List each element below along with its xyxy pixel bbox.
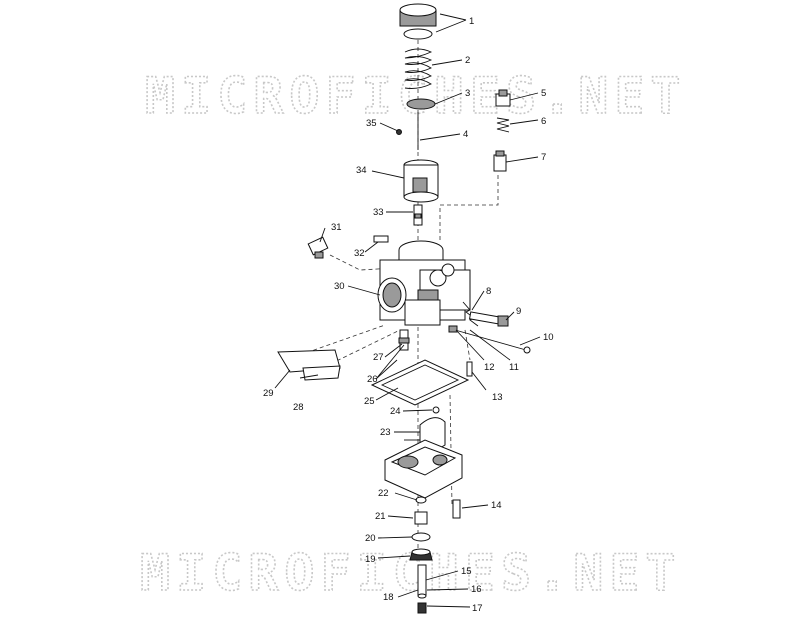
bowl-screw	[452, 499, 461, 519]
callout-5: 5	[541, 88, 546, 99]
hex-nut	[409, 548, 433, 561]
callout-21: 21	[375, 511, 386, 522]
drain-pin	[466, 361, 473, 377]
float-bowl-gasket	[370, 359, 470, 406]
callout-35: 35	[366, 118, 377, 129]
callout-28: 28	[293, 402, 304, 413]
retainer-plate	[406, 98, 436, 110]
end-screw	[417, 602, 427, 614]
callout-3: 3	[465, 88, 470, 99]
callout-4: 4	[463, 129, 468, 140]
guide-line-choke	[439, 175, 499, 240]
guide-line-gasket	[299, 324, 386, 356]
top-cap	[399, 3, 437, 40]
callout-27: 27	[373, 352, 384, 363]
cable-fitting	[307, 236, 329, 259]
callout-15: 15	[461, 566, 472, 577]
callout-34: 34	[356, 165, 367, 176]
stem-washer	[417, 593, 427, 599]
callout-7: 7	[541, 152, 546, 163]
choke-plunger	[493, 150, 507, 172]
main-jet	[398, 329, 410, 351]
callout-13: 13	[492, 392, 503, 403]
float-pin	[302, 365, 341, 381]
callout-6: 6	[541, 116, 546, 127]
float-bowl	[384, 439, 463, 499]
callout-labels: 1 2 3 4 5 6 7 8 9 10 11 12 13 14 15 16 1…	[263, 16, 554, 614]
callout-29: 29	[263, 388, 274, 399]
callout-30: 30	[334, 281, 345, 292]
callout-12: 12	[484, 362, 495, 373]
throttle-slide	[403, 159, 439, 203]
watermark-bottom: MICROFICHES.NET	[140, 544, 682, 602]
watermark-top: MICROFICHES.NET	[145, 67, 687, 125]
callout-16: 16	[471, 584, 482, 595]
callout-24: 24	[390, 406, 401, 417]
idle-screw	[468, 311, 509, 327]
needle-jet	[413, 204, 423, 226]
callout-31: 31	[331, 222, 342, 233]
callout-18: 18	[383, 592, 394, 603]
callout-9: 9	[516, 306, 521, 317]
drain-washer	[415, 496, 427, 504]
guide-line-screw	[464, 329, 471, 361]
callout-8: 8	[486, 286, 491, 297]
callout-25: 25	[364, 396, 375, 407]
callout-23: 23	[380, 427, 391, 438]
callout-33: 33	[373, 207, 384, 218]
callout-26: 26	[367, 374, 378, 385]
leader-lines	[274, 13, 541, 608]
intake-bore	[377, 277, 407, 313]
float-needle	[432, 406, 440, 414]
callout-14: 14	[491, 500, 502, 511]
drain-stem	[417, 564, 427, 596]
callout-32: 32	[354, 248, 365, 259]
callout-11: 11	[509, 362, 519, 373]
callout-22: 22	[378, 488, 389, 499]
choke-spring	[496, 117, 510, 133]
callout-17: 17	[472, 603, 483, 614]
adjuster-rod	[454, 329, 531, 354]
callout-2: 2	[465, 55, 470, 66]
callout-1: 1	[469, 16, 474, 27]
choke-cap	[495, 89, 511, 107]
pilot-screw	[448, 325, 458, 333]
callout-20: 20	[365, 533, 376, 544]
drain-plug	[414, 511, 428, 525]
top-screw	[373, 235, 389, 243]
guide-line-drain	[449, 394, 453, 506]
spring	[404, 48, 433, 89]
callout-10: 10	[543, 332, 554, 343]
callout-19: 19	[365, 554, 376, 565]
o-ring	[411, 532, 431, 542]
